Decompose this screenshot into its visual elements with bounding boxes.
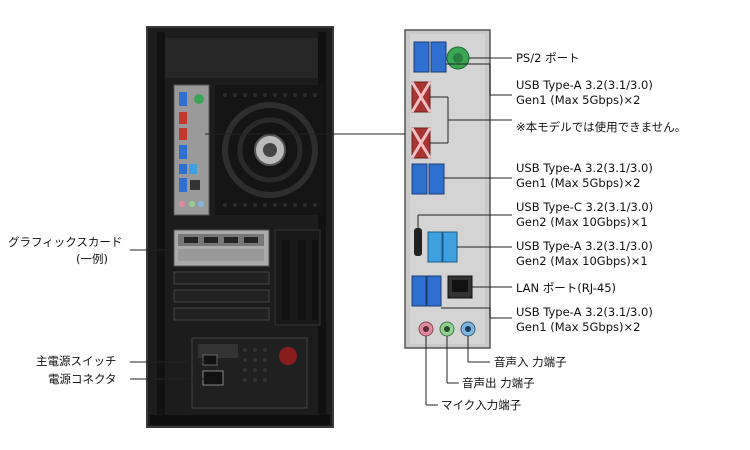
label-main-power-switch: 主電源スイッチ xyxy=(36,354,117,368)
label-usb-c-line1: USB Type-C 3.2(3.1/3.0) xyxy=(516,200,654,214)
label-power-connector: 電源コネクタ xyxy=(48,372,117,386)
usb-a-gen2-ports xyxy=(427,231,458,263)
expansion-slots xyxy=(173,229,321,326)
usb-c-port xyxy=(414,228,422,256)
label-not-usable: ※本モデルでは使用できません。 xyxy=(516,120,687,134)
unused-port-1 xyxy=(410,81,432,113)
label-usb-a-mid-line1: USB Type-A 3.2(3.1/3.0) xyxy=(516,161,653,175)
label-mic-in: マイク入力端子 xyxy=(441,398,522,412)
label-graphics-card-example: (一例) xyxy=(76,252,108,266)
label-line-out: 音声出 力端子 xyxy=(462,376,535,390)
label-usb-a-top-line2: Gen1 (Max 5Gbps)×2 xyxy=(516,93,641,107)
label-line-in: 音声入 力端子 xyxy=(494,355,567,369)
callout-lines xyxy=(130,57,512,406)
label-usb-a-bottom-line1: USB Type-A 3.2(3.1/3.0) xyxy=(516,305,653,319)
label-usb-a-mid-line2: Gen1 (Max 5Gbps)×2 xyxy=(516,176,641,190)
label-usb-a-bottom-line2: Gen1 (Max 5Gbps)×2 xyxy=(516,320,641,334)
label-graphics-card: グラフィックスカード xyxy=(8,235,123,249)
power-supply xyxy=(191,337,308,409)
ps2-port xyxy=(446,46,470,70)
unused-port-2 xyxy=(410,127,432,159)
label-usb-a-gen2-line2: Gen2 (Max 10Gbps)×1 xyxy=(516,254,648,268)
label-usb-c-line2: Gen2 (Max 10Gbps)×1 xyxy=(516,215,648,229)
audio-jacks xyxy=(418,321,476,337)
case-io-panel xyxy=(173,84,210,216)
usb-a-top-ports xyxy=(413,41,447,73)
usb-a-mid-ports xyxy=(411,163,445,195)
rear-fan-grille xyxy=(215,85,323,215)
usb-a-bottom-ports xyxy=(411,275,442,307)
label-ps2-port: PS/2 ポート xyxy=(516,51,580,65)
label-usb-a-top-line1: USB Type-A 3.2(3.1/3.0) xyxy=(516,78,653,92)
label-lan-port: LAN ポート(RJ-45) xyxy=(516,281,617,295)
lan-port xyxy=(447,275,473,299)
label-usb-a-gen2-line1: USB Type-A 3.2(3.1/3.0) xyxy=(516,239,653,253)
